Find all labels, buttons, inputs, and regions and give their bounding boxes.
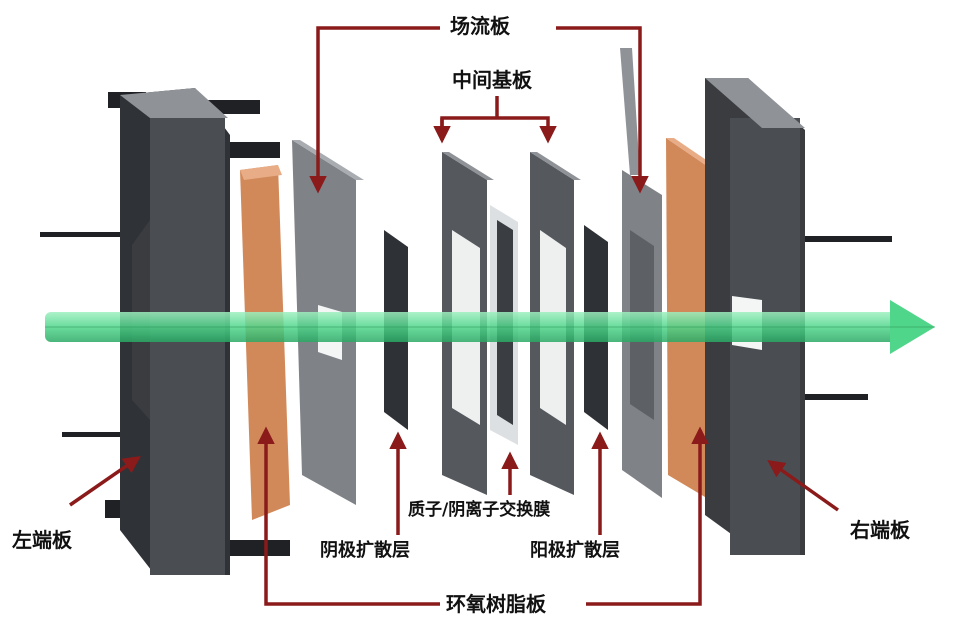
epoxy-resin-leader <box>257 426 440 606</box>
left-rod <box>62 432 142 437</box>
right-end-leader <box>767 459 840 512</box>
left-end-leader <box>69 456 141 507</box>
left-bolt <box>220 540 290 556</box>
epoxy-resin-leader <box>586 426 709 606</box>
label-cathode-diffusion-layer: 阴极扩散层 <box>320 540 410 561</box>
label-proton-anion-membrane: 质子/阴离子交换膜 <box>408 500 551 520</box>
flow-field-leader <box>556 26 649 194</box>
label-anode-diffusion-layer: 阳极扩散层 <box>530 540 620 561</box>
flow-axis-beam <box>45 300 935 354</box>
right-rod <box>800 394 868 400</box>
leader-lines <box>69 26 840 606</box>
label-epoxy-resin-plate: 环氧树脂板 <box>446 592 546 616</box>
label-right-end-plate: 右端板 <box>850 518 910 542</box>
label-left-end-plate: 左端板 <box>12 528 72 552</box>
flow-field-leader <box>309 26 440 194</box>
label-flow-field-plate: 场流板 <box>450 14 510 38</box>
left-epoxy-resin-plate <box>240 165 290 520</box>
label-middle-substrate: 中间基板 <box>452 68 532 92</box>
left-rod <box>40 232 130 237</box>
right-rod <box>800 236 892 242</box>
middle-substrate-leader <box>440 116 557 144</box>
